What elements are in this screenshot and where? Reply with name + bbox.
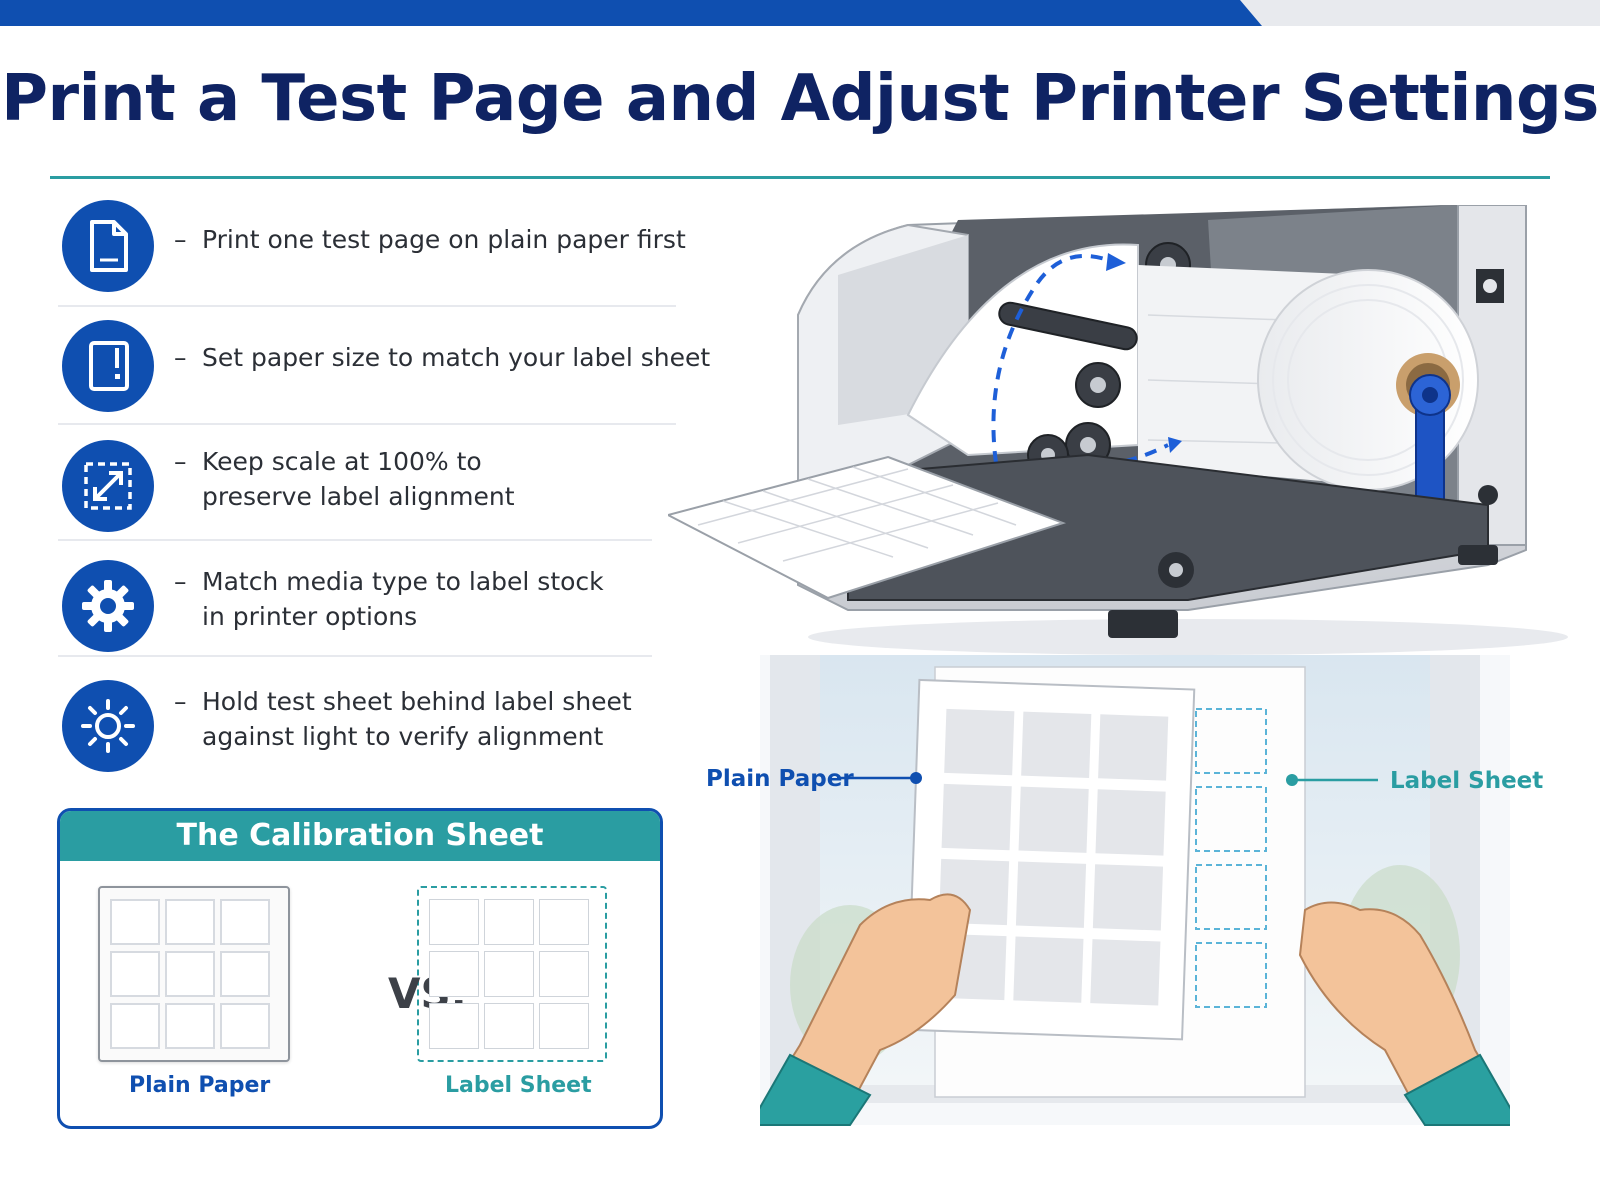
plain-paper-grid-cell xyxy=(165,1003,215,1049)
plain-paper-grid-cell xyxy=(220,899,270,945)
step-text: Hold test sheet behind label sheet again… xyxy=(202,687,632,751)
step-1: – Print one test page on plain paper fir… xyxy=(58,192,698,312)
step-divider xyxy=(58,655,652,657)
plain-paper-grid-cell xyxy=(220,1003,270,1049)
resize-icon xyxy=(62,440,154,532)
step-text: Keep scale at 100% to preserve label ali… xyxy=(202,447,515,511)
title-divider xyxy=(50,176,1550,179)
step-text: Print one test page on plain paper first xyxy=(202,225,686,254)
page-title: Print a Test Page and Adjust Printer Set… xyxy=(1,62,1599,136)
step-text: Set paper size to match your label sheet xyxy=(202,343,711,372)
document-icon xyxy=(62,200,154,292)
label-sheet-grid-cell xyxy=(484,1003,534,1049)
label-sheet-grid-cell xyxy=(429,1003,479,1049)
step-dash: – xyxy=(174,567,187,596)
step-4: – Match media type to label stock in pri… xyxy=(58,552,698,672)
label-sheet-callout: Label Sheet xyxy=(1390,768,1544,794)
label-sheet-caption: Label Sheet xyxy=(445,1073,592,1098)
step-dash: – xyxy=(174,225,187,254)
step-divider xyxy=(58,423,676,425)
label-sheet-grid-cell xyxy=(539,1003,589,1049)
step-divider xyxy=(58,305,676,307)
step-divider xyxy=(58,539,652,541)
step-5: – Hold test sheet behind label sheet aga… xyxy=(58,672,698,792)
label-sheet-grid-cell xyxy=(484,951,534,997)
label-sheet-grid-cell xyxy=(539,899,589,945)
step-text: Match media type to label stock in print… xyxy=(202,567,604,631)
plain-paper-caption: Plain Paper xyxy=(129,1073,271,1098)
step-2: – Set paper size to match your label she… xyxy=(58,312,710,432)
plain-paper-callout: Plain Paper xyxy=(706,766,854,792)
label-sheet-grid-cell xyxy=(539,951,589,997)
step-dash: – xyxy=(174,343,187,372)
label-sheet-grid-cell xyxy=(429,951,479,997)
gear-icon xyxy=(62,560,154,652)
step-dash: – xyxy=(174,687,187,716)
label-printer-illustration xyxy=(668,205,1568,655)
light-check-illustration xyxy=(760,655,1510,1126)
label-sheet-grid-cell xyxy=(429,899,479,945)
sun-icon xyxy=(62,680,154,772)
plain-paper-grid-cell xyxy=(165,899,215,945)
plain-paper-grid-cell xyxy=(110,1003,160,1049)
step-dash: – xyxy=(174,447,187,476)
plain-paper-grid-cell xyxy=(110,899,160,945)
plain-paper-grid-cell xyxy=(110,951,160,997)
plain-paper-grid-cell xyxy=(165,951,215,997)
top-accent-bar xyxy=(0,0,1600,26)
label-sheet-outline xyxy=(417,886,607,1062)
label-sheet-grid-cell xyxy=(484,899,534,945)
steps-list: – Print one test page on plain paper fir… xyxy=(58,192,710,792)
step-3: – Keep scale at 100% to preserve label a… xyxy=(58,432,698,552)
page-size-icon xyxy=(62,320,154,412)
plain-paper-grid-cell xyxy=(220,951,270,997)
calibration-card: The Calibration Sheet VS. Plain Paper La… xyxy=(57,808,663,1129)
calibration-title: The Calibration Sheet xyxy=(60,811,660,861)
